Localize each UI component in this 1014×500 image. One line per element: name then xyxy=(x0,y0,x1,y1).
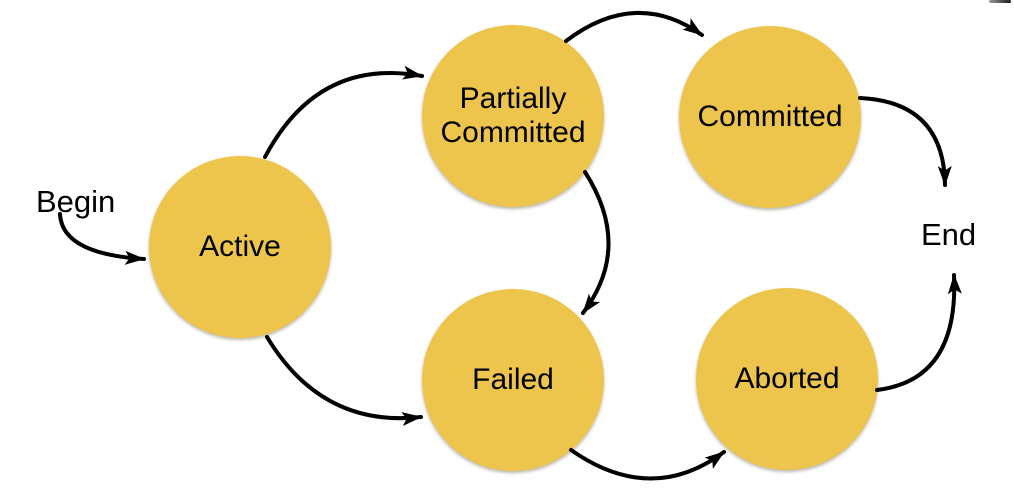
screen-edge-artifact xyxy=(989,0,1011,3)
state-label-committed: Committed xyxy=(697,100,843,134)
terminal-label-begin: Begin xyxy=(36,184,116,219)
edge-failed-to-aborted xyxy=(569,448,726,481)
edge-active-to-partially-committed xyxy=(263,65,424,159)
state-node-active: Active xyxy=(149,156,331,338)
state-label-partially-committed: Partially Committed xyxy=(440,82,586,149)
state-label-active: Active xyxy=(199,230,281,264)
edge-begin-to-active xyxy=(58,212,146,265)
edge-partially-committed-to-failed xyxy=(581,170,611,315)
terminal-label-end: End xyxy=(921,217,977,252)
state-node-committed: Committed xyxy=(679,26,861,208)
edge-aborted-to-end xyxy=(875,273,962,392)
edge-partially-committed-to-committed xyxy=(564,10,704,43)
state-label-failed: Failed xyxy=(472,363,554,397)
edge-committed-to-end xyxy=(858,96,952,187)
state-node-aborted: Aborted xyxy=(696,288,878,470)
edge-active-to-failed xyxy=(265,335,423,427)
state-node-failed: Failed xyxy=(422,289,604,471)
state-label-aborted: Aborted xyxy=(734,362,840,396)
state-node-partially-committed: Partially Committed xyxy=(422,25,604,207)
